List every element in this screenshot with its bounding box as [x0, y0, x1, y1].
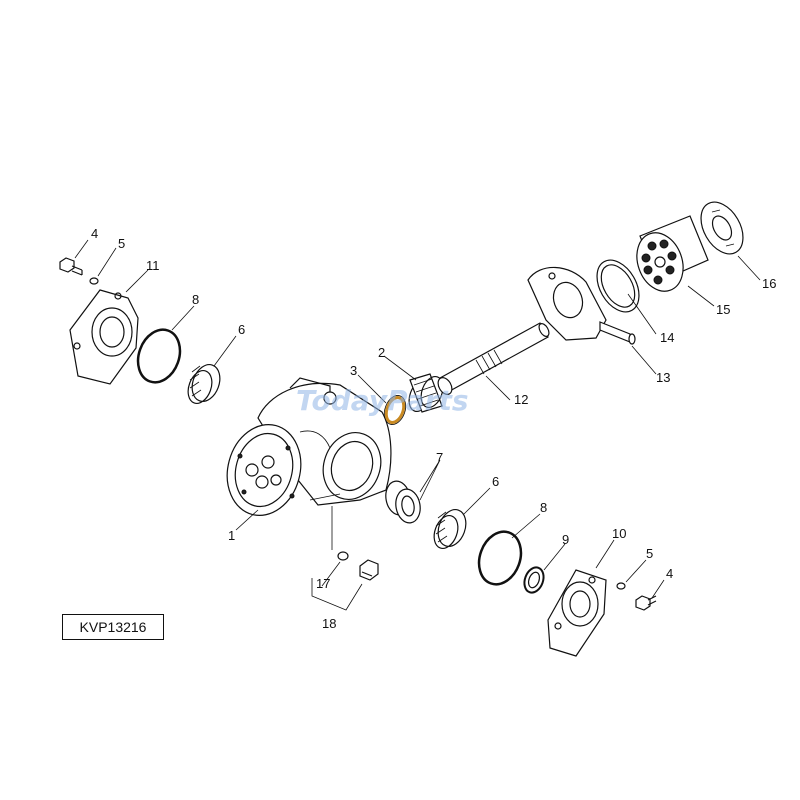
valve-plate-part-14	[596, 259, 640, 313]
swashplate-part-13	[527, 266, 636, 345]
callout-7: 7	[436, 450, 443, 465]
callout-4-bottom: 4	[666, 566, 673, 581]
bolt-part-top-left	[59, 257, 83, 276]
callout-6-bottom: 6	[492, 474, 499, 489]
watermark-text: TodayParts	[296, 384, 469, 417]
plug-part-17	[337, 551, 349, 561]
callout-18: 18	[322, 616, 336, 631]
washer-part-top-left	[89, 277, 99, 285]
bearing-part-top-left	[187, 364, 221, 405]
callout-14: 14	[660, 330, 674, 345]
washer-part-bottom-right	[616, 582, 626, 590]
callout-12: 12	[514, 392, 528, 407]
leader-lines	[74, 239, 761, 611]
needle-bearing-part-2	[408, 373, 444, 413]
callout-8-top: 8	[192, 292, 199, 307]
callout-16: 16	[762, 276, 776, 291]
callout-17: 17	[316, 576, 330, 591]
callout-11: 11	[146, 258, 160, 273]
callout-6-top: 6	[238, 322, 245, 337]
seal-part-9	[523, 566, 545, 594]
flange-cover-part-11	[69, 289, 139, 385]
callout-13: 13	[656, 370, 670, 385]
bolt-part-bottom-right	[635, 595, 657, 611]
seal-ring-part-3	[383, 395, 407, 425]
callout-8-bottom: 8	[540, 500, 547, 515]
plug-part-18	[359, 559, 379, 581]
callout-4-top: 4	[91, 226, 98, 241]
callout-5-top: 5	[118, 236, 125, 251]
cylinder-block-part-15	[636, 215, 709, 292]
callout-3: 3	[350, 363, 357, 378]
callout-9: 9	[562, 532, 569, 547]
callout-10: 10	[612, 526, 626, 541]
reference-code-box: KVP13216	[62, 614, 164, 640]
o-ring-part-top-left	[136, 328, 182, 384]
shaft-part-12	[437, 322, 550, 395]
port-plate-part-16	[700, 201, 744, 255]
callout-1: 1	[228, 528, 235, 543]
callout-labels: 1 2 3 4 5 6 7 8 9 10 11 12 13 14 15 16 1…	[91, 226, 776, 631]
o-ring-part-bottom-right	[477, 530, 523, 586]
flange-cover-part-10	[547, 569, 607, 657]
bushing-part-7	[385, 480, 421, 524]
callout-5-bottom: 5	[646, 546, 653, 561]
callout-15: 15	[716, 302, 730, 317]
housing-part-1	[226, 377, 392, 516]
bearing-part-bottom-right	[433, 509, 467, 550]
callout-2: 2	[378, 345, 385, 360]
